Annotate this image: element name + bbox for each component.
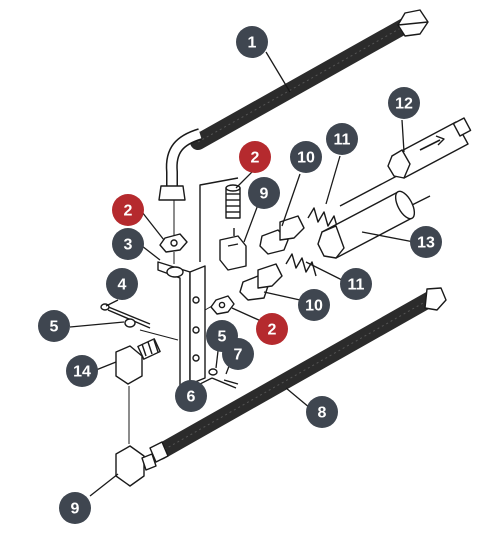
callout-circle: [340, 268, 372, 300]
lower-hose: [149, 287, 447, 463]
callout-number: 5: [218, 329, 227, 346]
callout-8: 8: [306, 396, 338, 428]
callout-circle: [236, 26, 268, 58]
callout-number: 12: [395, 96, 413, 113]
callout-10: 10: [298, 289, 330, 321]
callout-3: 3: [112, 228, 144, 260]
callout-10: 10: [290, 141, 322, 173]
callout-number: 2: [251, 150, 260, 167]
callout-circle: [106, 268, 138, 300]
callout-2: 2: [112, 194, 144, 226]
callout-number: 9: [260, 186, 269, 203]
washer-left: [124, 318, 136, 328]
callout-number: 8: [318, 405, 327, 422]
washer-lower: [208, 368, 218, 376]
callout-1: 1: [236, 26, 268, 58]
callout-7: 7: [222, 338, 254, 370]
callout-number: 11: [348, 277, 365, 294]
callout-number: 10: [305, 298, 323, 315]
callout-number: 11: [334, 132, 351, 149]
parts-artwork: [100, 9, 472, 487]
callout-12: 12: [388, 87, 420, 119]
callout-circle: [326, 123, 358, 155]
callout-14: 14: [66, 355, 98, 387]
callout-circle: [290, 141, 322, 173]
upper-hose: [158, 9, 429, 201]
callout-9: 9: [248, 177, 280, 209]
spring-lower: [285, 253, 317, 277]
callout-6: 6: [175, 380, 207, 412]
check-valve: [387, 117, 472, 179]
callout-number: 4: [118, 277, 127, 294]
callout-circle: [388, 87, 420, 119]
callout-circle: [306, 396, 338, 428]
callout-number: 7: [234, 347, 243, 364]
callout-circle: [239, 141, 271, 173]
callout-number: 2: [124, 203, 133, 220]
callout-number: 5: [50, 319, 59, 336]
threaded-fitting-top: [225, 184, 241, 219]
callout-number: 3: [124, 237, 133, 254]
callout-number: 13: [417, 235, 435, 252]
callout-number: 1: [248, 35, 257, 52]
cylinder-filter: [317, 190, 431, 259]
callout-13: 13: [410, 226, 442, 258]
callout-5: 5: [38, 310, 70, 342]
callout-11: 11: [326, 123, 358, 155]
hex-nut-upper: [159, 233, 188, 253]
callout-circle: [175, 380, 207, 412]
callout-2: 2: [256, 313, 288, 345]
callout-circle: [112, 228, 144, 260]
callout-2: 2: [239, 141, 271, 173]
callout-number: 14: [73, 364, 91, 381]
callout-circle: [59, 492, 91, 524]
callout-11: 11: [340, 268, 372, 300]
hex-nut-right: [210, 295, 235, 315]
mounting-bracket: [157, 177, 239, 389]
hex-fitting-lower: [239, 263, 283, 301]
callout-4: 4: [106, 268, 138, 300]
callout-number: 9: [71, 501, 80, 518]
elbow-fitting-lower: [115, 445, 157, 487]
callout-circle: [256, 313, 288, 345]
callout-circle: [38, 310, 70, 342]
callout-circle: [248, 177, 280, 209]
elbow-fitting-14: [115, 338, 161, 385]
callout-circle: [298, 289, 330, 321]
callout-circle: [112, 194, 144, 226]
callout-circle: [410, 226, 442, 258]
elbow-fitting-upper: [219, 228, 247, 271]
callout-number: 2: [268, 322, 277, 339]
callout-9: 9: [59, 492, 91, 524]
callout-circle: [66, 355, 98, 387]
hex-fitting-upper: [259, 215, 305, 255]
callout-circle: [222, 338, 254, 370]
callout-number: 10: [297, 150, 315, 167]
callout-number: 6: [187, 389, 196, 406]
